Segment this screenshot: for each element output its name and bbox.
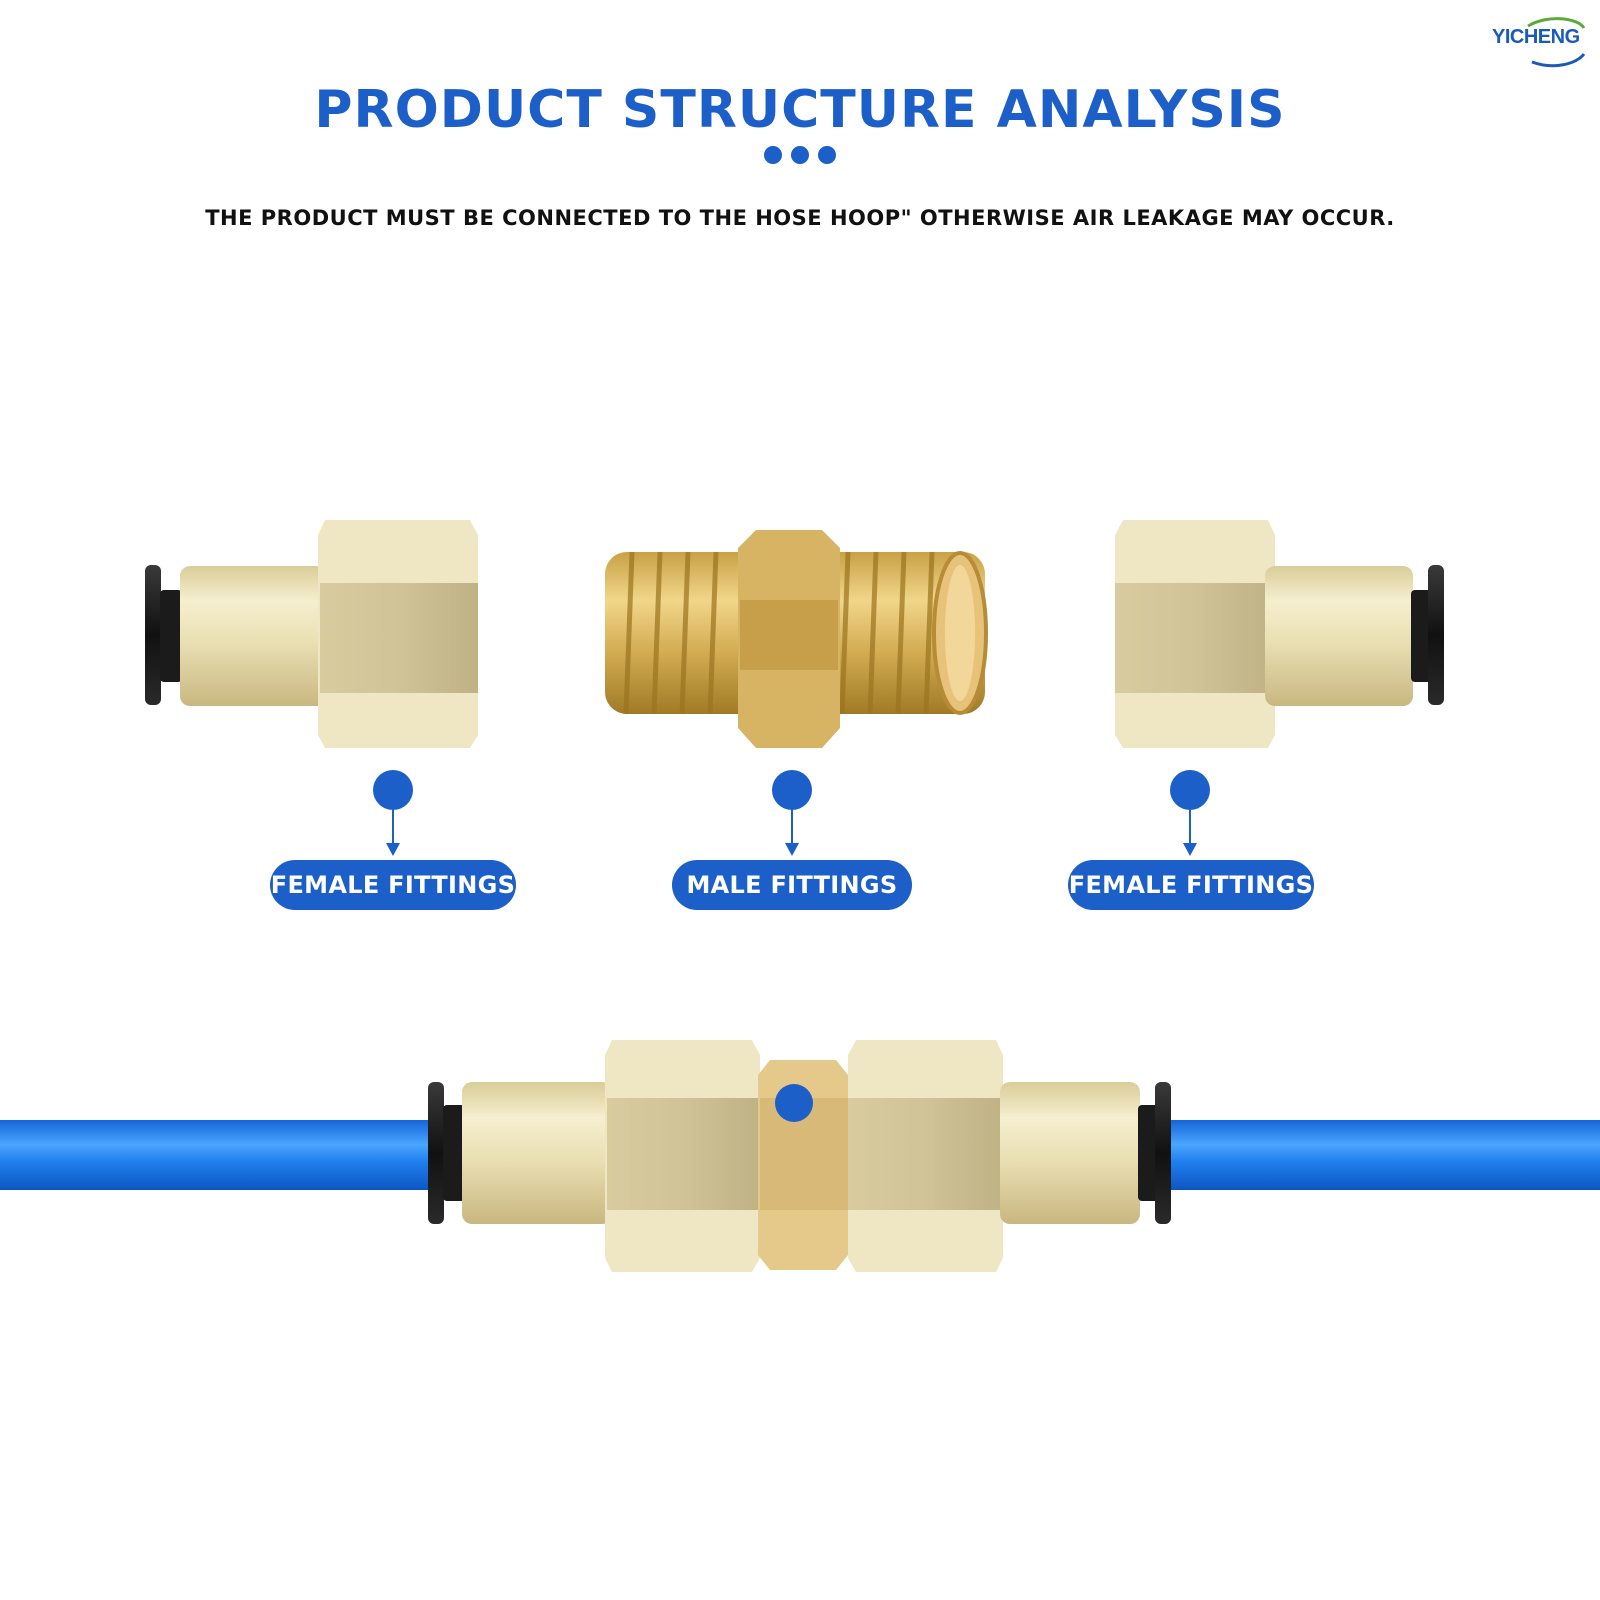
- collet-ring: [1155, 1082, 1171, 1224]
- nipple-bore: [945, 565, 975, 701]
- fitting-barrel: [1265, 566, 1413, 706]
- assembled-fitting: [0, 1040, 1600, 1272]
- divider-dot: [818, 146, 836, 164]
- pointer-arrow-icon: [1183, 843, 1197, 856]
- fitting-barrel: [462, 1082, 612, 1224]
- male-nipple-fitting: [605, 530, 988, 748]
- pointer-left: [373, 770, 413, 856]
- hose-left: [0, 1120, 440, 1190]
- right-female-fitting: [1115, 520, 1444, 748]
- hex-face: [1115, 583, 1275, 693]
- collet-ring: [1428, 565, 1444, 705]
- title-divider-dots: [764, 146, 836, 164]
- logo-swoosh-icon: [1527, 17, 1586, 68]
- collet-ring: [428, 1082, 444, 1224]
- pointer-dot: [373, 770, 413, 810]
- pointer-middle: [772, 770, 812, 856]
- collet-body: [443, 1105, 465, 1201]
- pointer-dot: [772, 770, 812, 810]
- pointer-arrow-icon: [386, 843, 400, 856]
- collet-body: [160, 590, 182, 682]
- collet-body: [1411, 590, 1433, 682]
- brand-logo: YICHENG: [1488, 14, 1588, 68]
- divider-dot: [791, 146, 809, 164]
- thread-grooves: [623, 551, 935, 715]
- label-male-fittings: MALE FITTINGS: [672, 860, 912, 910]
- hose-right: [1170, 1120, 1600, 1190]
- pointer-dot: [775, 1084, 813, 1122]
- label-female-fittings-left: FEMALE FITTINGS: [270, 860, 516, 910]
- logo-text: YICHENG: [1492, 26, 1580, 48]
- collet-ring: [145, 565, 161, 705]
- pointer-right: [1170, 770, 1210, 856]
- fitting-barrel: [180, 566, 328, 706]
- hex-face: [320, 583, 478, 693]
- hex-face: [848, 1098, 1003, 1210]
- hex-face: [607, 1098, 760, 1210]
- label-female-fittings-right: FEMALE FITTINGS: [1068, 860, 1314, 910]
- collet-body: [1138, 1105, 1160, 1201]
- warning-note: THE PRODUCT MUST BE CONNECTED TO THE HOS…: [205, 206, 1395, 230]
- page-title: PRODUCT STRUCTURE ANALYSIS: [314, 80, 1286, 140]
- divider-dot: [764, 146, 782, 164]
- pointer-dot: [1170, 770, 1210, 810]
- fitting-barrel: [1000, 1082, 1140, 1224]
- center-hex-face: [740, 600, 838, 670]
- left-female-fitting: [145, 520, 478, 748]
- pointer-arrow-icon: [785, 843, 799, 856]
